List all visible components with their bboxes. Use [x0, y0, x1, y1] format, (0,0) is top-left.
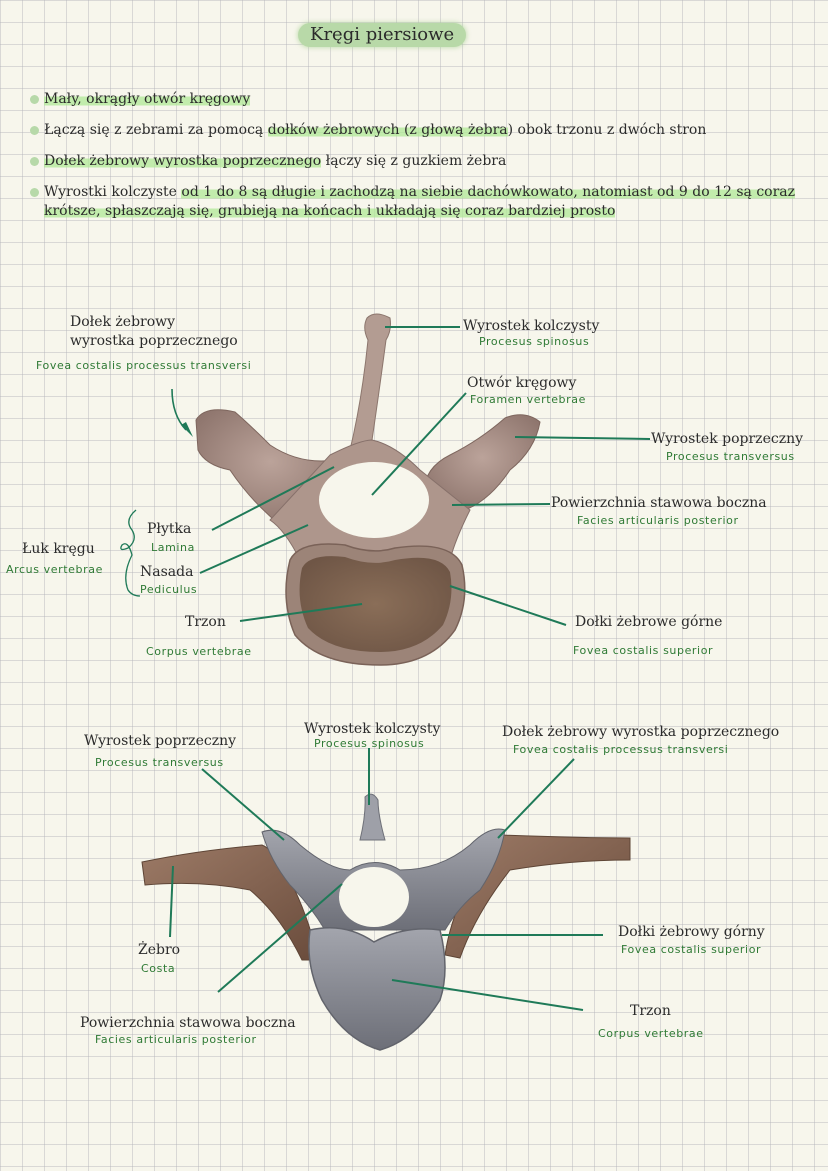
thoracic-vertebra-lateral-view [141, 793, 631, 1051]
label-b-costa-la: Costa [141, 962, 176, 975]
bullet-dot-icon [30, 95, 39, 104]
bullet-item: Mały, okrągły otwór kręgowy [30, 90, 820, 109]
label-b-spinous-la: Procesus spinosus [314, 737, 425, 750]
label-arcus-la: Arcus vertebrae [6, 563, 103, 576]
bullet-item: Dołek żebrowy wyrostka poprzecznego łącz… [30, 152, 820, 171]
label-b-fovea-superior-la: Fovea costalis superior [621, 943, 762, 956]
label-fovea-processus-pl-line2: wyrostka poprzecznego [70, 333, 238, 349]
label-fovea-superior-la: Fovea costalis superior [573, 644, 714, 657]
label-foramen-pl: Otwór kręgowy [467, 375, 577, 391]
bullet-highlight: Dołek żebrowy wyrostka poprzecznego [44, 153, 322, 169]
bullet-dot-icon [30, 126, 39, 135]
label-fovea-processus-la: Fovea costalis processus transversi [36, 359, 252, 372]
label-b-transverse-la: Procesus transversus [95, 756, 224, 769]
label-b-articular-pl: Powierzchnia stawowa boczna [80, 1015, 296, 1031]
label-pediculus-la: Pediculus [140, 583, 198, 596]
label-b-corpus-pl: Trzon [630, 1003, 671, 1019]
label-fovea-superior-pl: Dołki żebrowe górne [575, 614, 723, 630]
label-spinous-pl: Wyrostek kolczysty [463, 318, 600, 334]
label-arcus-pl: Łuk kręgu [22, 541, 95, 557]
label-pediculus-pl: Nasada [140, 564, 194, 580]
label-b-spinous-pl: Wyrostek kolczysty [304, 721, 441, 737]
label-b-corpus-la: Corpus vertebrae [598, 1027, 704, 1040]
bullet-dot-icon [30, 157, 39, 166]
label-b-fovea-processus-la: Fovea costalis processus transversi [513, 743, 729, 756]
label-transverse-pl: Wyrostek poprzeczny [651, 431, 803, 447]
thoracic-vertebra-superior-view [195, 313, 541, 666]
label-articular-la: Facies articularis posterior [577, 514, 739, 527]
bullet-item: Łączą się z zebrami za pomocą dołków żeb… [30, 121, 820, 140]
label-corpus-pl: Trzon [185, 614, 226, 630]
bullet-list: Mały, okrągły otwór kręgowy Łączą się z … [30, 90, 820, 233]
bullet-text: Wyrostki kolczyste [44, 184, 182, 200]
label-foramen-la: Foramen vertebrae [470, 393, 586, 406]
label-b-articular-la: Facies articularis posterior [95, 1033, 257, 1046]
bullet-highlight: dołków żebrowych (z głową żebra [267, 122, 508, 138]
label-b-transverse-pl: Wyrostek poprzeczny [84, 733, 236, 749]
label-b-fovea-processus-pl: Dołek żebrowy wyrostka poprzecznego [502, 724, 780, 740]
bullet-dot-icon [30, 188, 39, 197]
bullet-highlight: Mały, okrągły otwór kręgowy [44, 91, 251, 107]
label-transverse-la: Procesus transversus [666, 450, 795, 463]
bullet-text: ) obok trzonu z dwóch stron [507, 122, 707, 138]
label-corpus-la: Corpus vertebrae [146, 645, 252, 658]
label-b-costa-pl: Żebro [138, 942, 181, 958]
label-lamina-pl: Płytka [147, 521, 192, 537]
curly-brace-icon [120, 509, 141, 597]
label-spinous-la: Procesus spinosus [479, 335, 590, 348]
label-fovea-processus-pl: Dołek żebrowy [70, 314, 176, 330]
label-b-fovea-superior-pl: Dołki żebrowy górny [618, 924, 765, 940]
bullet-item: Wyrostki kolczyste od 1 do 8 są długie i… [30, 183, 820, 221]
bullet-text: łączy się z guzkiem żebra [321, 153, 507, 169]
bullet-text: Łączą się z zebrami za pomocą [44, 122, 268, 138]
label-articular-pl: Powierzchnia stawowa boczna [551, 495, 767, 511]
label-lamina-la: Lamina [151, 541, 195, 554]
page-title: Kręgi piersiowe [298, 23, 467, 47]
